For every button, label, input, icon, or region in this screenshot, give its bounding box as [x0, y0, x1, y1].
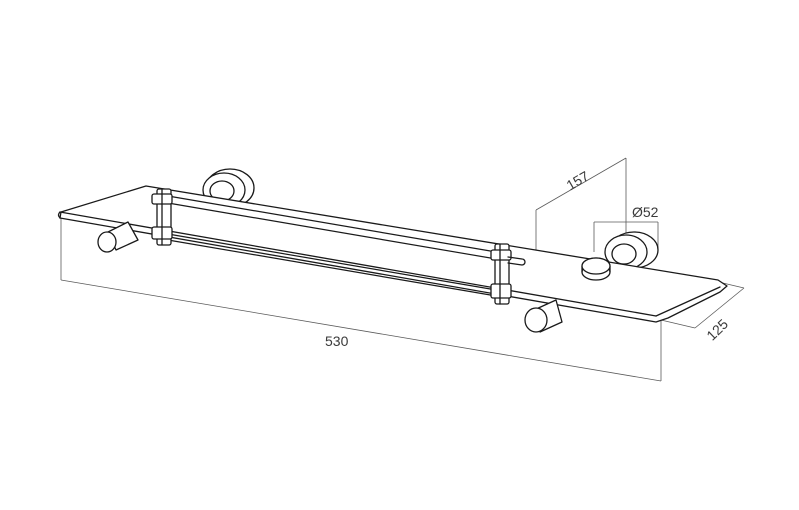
- depth-extension-front: [660, 319, 696, 329]
- dimension-flange-diameter: Ø52: [632, 204, 659, 220]
- dimension-depth: 125: [703, 316, 731, 344]
- depth-dimension-line: [694, 287, 745, 329]
- shelf-support-knob: [581, 257, 611, 281]
- rail-post-right: [490, 243, 526, 305]
- rail-post-left: [151, 188, 173, 246]
- front-support-left: [97, 221, 139, 253]
- gallery-rail: [167, 195, 509, 299]
- dimension-lines: [60, 157, 745, 382]
- dimension-length: 530: [325, 333, 349, 349]
- dimension-wall-offset: 157: [563, 168, 591, 194]
- wall-flange-right: [604, 231, 659, 270]
- front-support-right: [524, 299, 563, 333]
- length-dimension-line: [60, 279, 662, 382]
- offset-dimension-line: [535, 157, 627, 211]
